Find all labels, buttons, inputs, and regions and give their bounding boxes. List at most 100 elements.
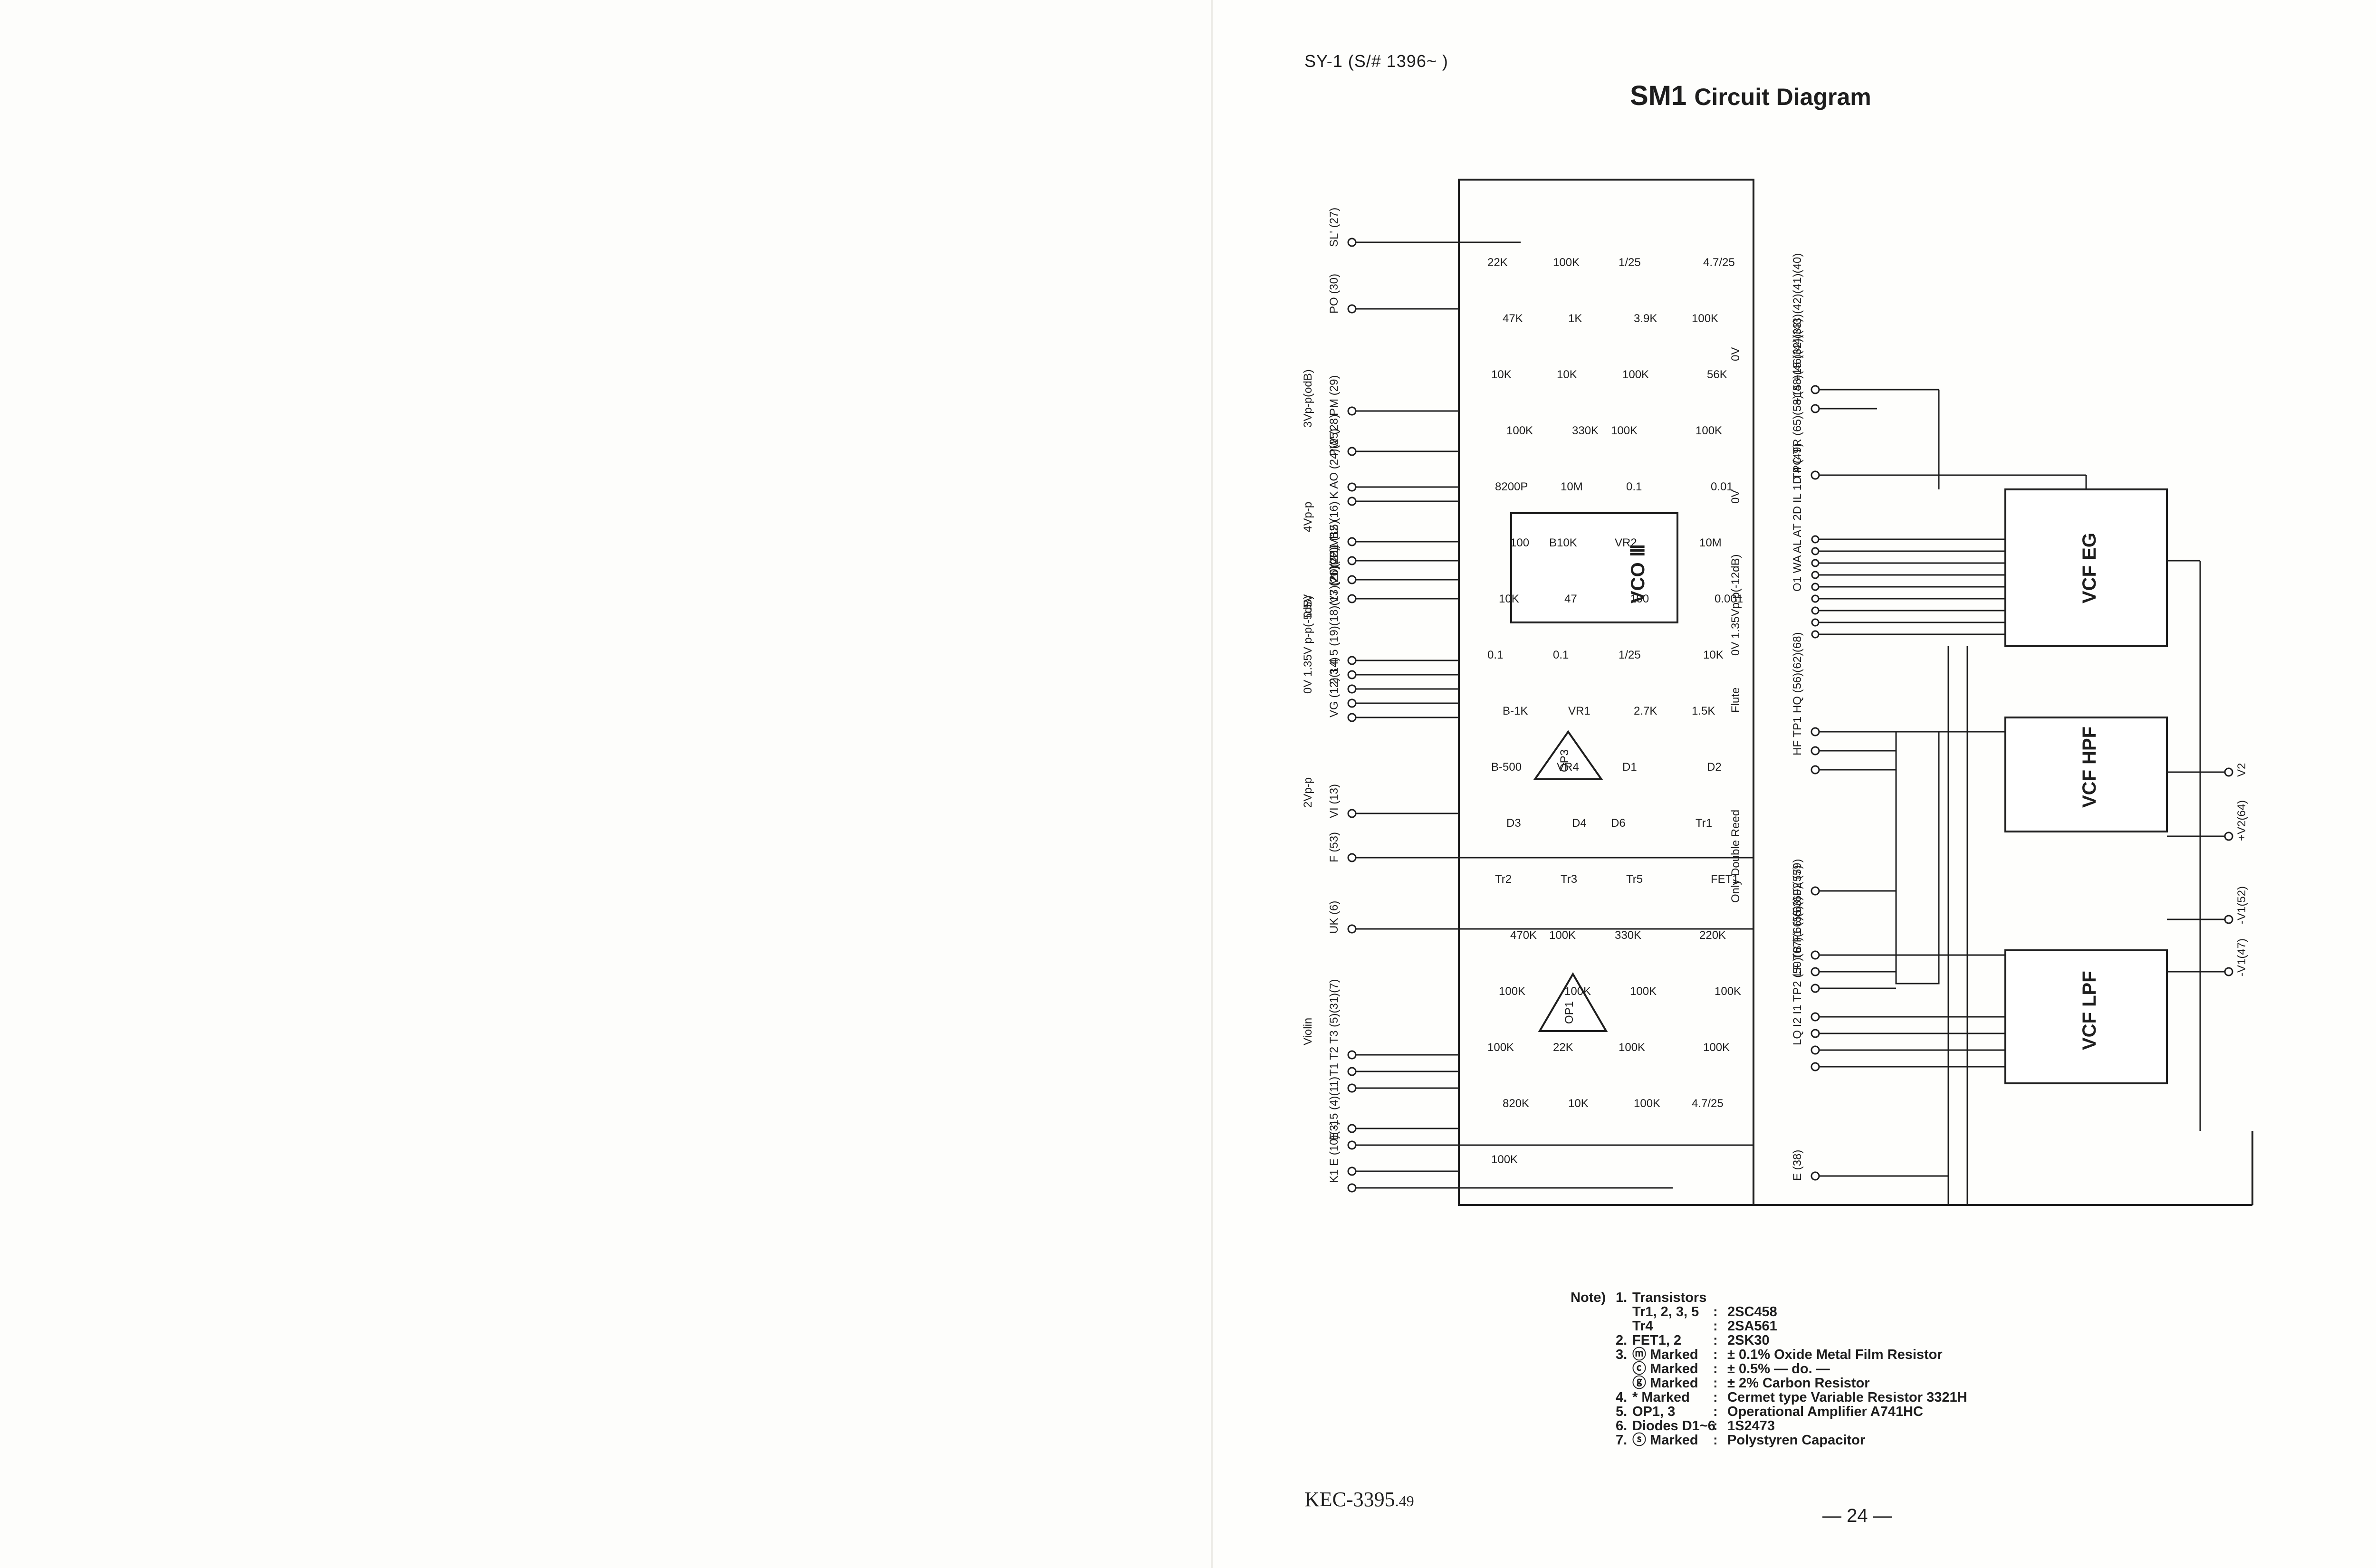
component-value-label: 1/25 [1619,256,1641,269]
component-value-label: 10M [1561,480,1583,493]
note-value: 2SK30 [1727,1333,1770,1348]
signal-annotation-label: 0V [1729,347,1742,361]
pin-vb2 [1347,537,1357,546]
pin-4 [1347,698,1357,708]
pin-tr [1811,630,1820,639]
component-value-label: 2.7K [1634,705,1657,717]
component-value-label: B10K [1549,536,1577,549]
component-value-label: 100K [1634,1097,1660,1110]
left-connector-label: PO (30) [1328,274,1341,314]
component-value-label: 10K [1557,368,1577,381]
component-value-label: 22K [1553,1041,1573,1054]
component-value-label: 100K [1553,256,1580,269]
pin-ao [1347,497,1357,506]
component-value-label: 100 [1630,593,1649,605]
component-value-label: 100K [1549,929,1576,942]
component-value-label: 3.9K [1634,312,1657,325]
model-header: SY-1 (S/# 1396~ ) [1304,51,1448,71]
note-value: ± 2% Carbon Resistor [1727,1376,1870,1391]
note-colon: : [1713,1361,1718,1377]
pin-pc [1811,618,1820,627]
vcf-hpf-block [2004,717,2168,832]
pin-pm [1347,406,1357,416]
component-value-label: 8200P [1495,480,1528,493]
component-value-label: 100K [1564,985,1591,998]
signal-annotation-label: 0V 1.35Vp-p(-12dB) [1729,555,1742,656]
note-label: ⓜ Marked [1632,1347,1698,1362]
pin-t2 [1347,1067,1357,1076]
pin-e-right [1811,1171,1820,1181]
pin-minus-v1-a [2224,915,2233,924]
right-connector-label: T4 (49) [1791,443,1804,480]
pin-1 [1347,656,1357,665]
vcf-hpf-label: VCF HPF [2079,727,2100,808]
pin-minus15 [1347,1124,1357,1133]
pin-t1 [1347,1083,1357,1093]
left-connector-label: UK (6) [1328,901,1341,934]
pin-plus15-b [1811,404,1820,413]
component-value-label: 4.7/25 [1692,1097,1724,1110]
note-number: 6. [1616,1418,1628,1434]
note-value: 1S2473 [1727,1418,1775,1434]
pin-i2 [1811,1045,1820,1055]
left-connector-label: T1 T2 T3 (5)(31)(7) [1328,979,1341,1076]
component-value-label: 10K [1499,593,1519,605]
note-label: ⓖ Marked [1632,1376,1698,1391]
note-colon: : [1713,1319,1718,1334]
component-value-label: 100K [1611,424,1638,437]
pin-3 [1347,684,1357,694]
note-label: Tr4 [1632,1319,1653,1334]
component-value-label: 100K [1630,985,1657,998]
signal-annotation-label: 4Vp-p [1302,502,1314,532]
left-connector-label: VB1 (15) [1328,520,1341,565]
component-value-label: 470K [1510,929,1537,942]
component-value-label: 0.001 [1715,593,1743,605]
component-value-label: Tr3 [1561,873,1577,886]
pin-hf [1811,765,1820,774]
signal-annotation-label: 0V 1.35V p-p(-5dB) [1302,595,1314,694]
left-connector-label: VG (12)(14) [1328,657,1341,717]
component-value-label: 1K [1568,312,1582,325]
pin-at [1811,571,1820,579]
pin-f [1347,853,1357,862]
note-colon: : [1713,1333,1718,1348]
page-fold [1211,0,1213,1568]
pin-plus-v2 [2224,832,2233,841]
note-number: 5. [1616,1404,1628,1419]
document-code: KEC-3395.49 [1304,1487,1414,1511]
note-label: * Marked [1632,1390,1690,1405]
diagram-title: SM1 Circuit Diagram [1630,80,1871,112]
output-connector-label: -V1(52) [2235,886,2248,924]
pin-lf [1811,984,1820,993]
pin-tp2 [1811,1012,1820,1022]
op1-label: OP1 [1563,1001,1576,1024]
note-colon: : [1713,1404,1718,1419]
component-value-label: FET1 [1711,873,1739,886]
component-value-label: D1 [1622,761,1637,774]
pin-hq [1811,727,1820,736]
note-label: ⓒ Marked [1632,1361,1698,1377]
note-colon: : [1713,1347,1718,1362]
vcf-lpf-label: VCF LPF [2079,971,2100,1050]
component-value-label: 1.5K [1692,705,1715,717]
vco-block [1510,512,1678,623]
note-number: 1. [1616,1290,1628,1305]
pin-tp1 [1811,746,1820,755]
main-bus-frame [1458,179,1754,1206]
note-value: Polystyren Capacitor [1727,1433,1866,1448]
pin-1d [1811,606,1820,615]
component-value-label: 0.1 [1487,649,1503,661]
pin-vb1 [1347,556,1357,565]
pin-e2 [1347,1166,1357,1176]
component-value-label: 10K [1491,368,1512,381]
component-value-label: 100K [1692,312,1718,325]
note-label: OP1, 3 [1632,1404,1676,1419]
component-value-label: 0.1 [1553,649,1569,661]
document-code-main: KEC-3395 [1304,1488,1395,1511]
right-page [1212,0,2376,1568]
pin-f1 [1811,950,1820,960]
left-connector-label: SL' (27) [1328,208,1341,247]
component-value-label: 330K [1572,424,1599,437]
left-connector-label: PW (28) [1328,414,1341,456]
signal-annotation-label: 0V [1729,490,1742,504]
